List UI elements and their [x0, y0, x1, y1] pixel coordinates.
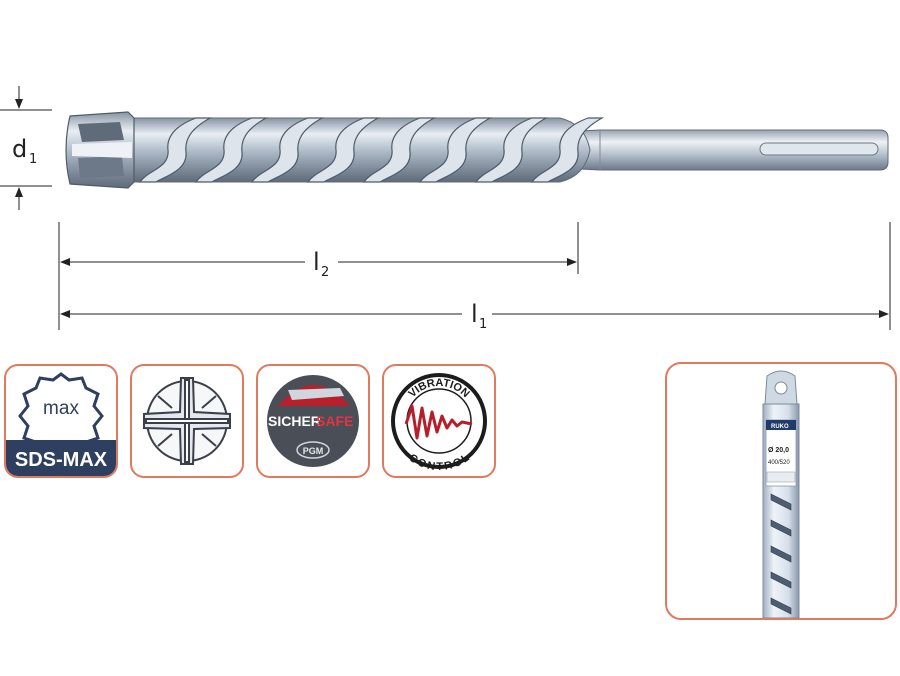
- diameter-dimension: d 1: [0, 86, 52, 210]
- drill-bit-drawing: d 1 l 2 l 1: [0, 86, 891, 332]
- package-size: Ø 20,0: [768, 447, 789, 454]
- working-length-dimension: l 2: [58, 222, 579, 330]
- l1-label: l: [471, 300, 478, 328]
- l2-subscript: 2: [321, 265, 329, 280]
- d1-subscript: 1: [29, 152, 37, 167]
- sichersafe-sub-text: PGM: [303, 446, 324, 456]
- sichersafe-right-text: SAFE: [316, 413, 353, 429]
- total-length-dimension: l 1: [60, 222, 891, 332]
- d1-label: d: [12, 135, 27, 163]
- package-brand: RUKO: [771, 424, 789, 430]
- l2-label: l: [313, 248, 320, 276]
- sds-max-label: SDS-MAX: [15, 449, 108, 471]
- sds-max-badge: max SDS-MAX: [4, 364, 118, 478]
- packaging-tube-icon: RUKO Ø 20,0 400/520: [762, 370, 800, 618]
- vibration-control-badge: VIBRATION CONTROL: [382, 364, 496, 478]
- sichersafe-left-text: SICHER: [268, 413, 321, 429]
- sds-max-inner-text: max: [43, 398, 79, 419]
- drill-flutes: [84, 117, 605, 183]
- l1-subscript: 1: [479, 317, 487, 332]
- four-cutter-head-icon: [143, 377, 231, 465]
- vibration-wave-icon: [404, 404, 473, 440]
- four-cutter-badge: [130, 364, 244, 478]
- packaging-panel: RUKO Ø 20,0 400/520: [665, 362, 897, 620]
- package-lengths: 400/520: [768, 460, 790, 466]
- drill-head: [65, 111, 135, 189]
- drill-bit-icon: [288, 388, 344, 400]
- sichersafe-badge: SICHER SAFE PGM: [256, 364, 370, 478]
- drill-shank: [559, 129, 889, 171]
